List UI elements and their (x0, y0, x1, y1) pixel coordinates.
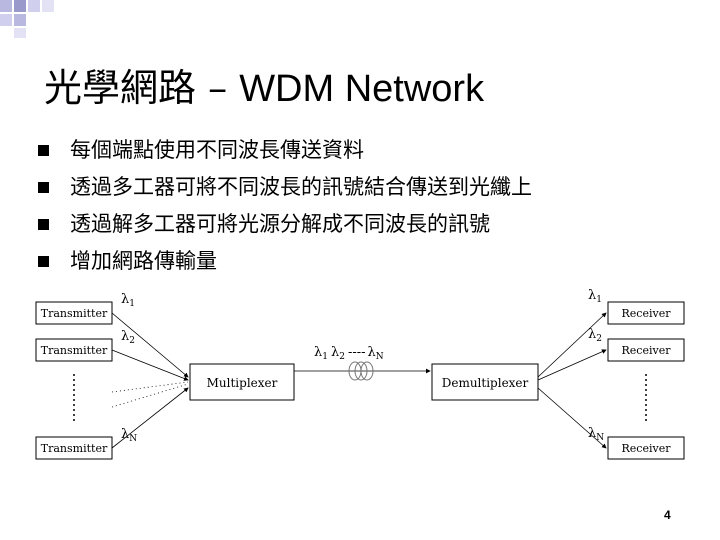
input-lines (111, 312, 189, 449)
square-bullet-icon (38, 219, 49, 230)
title-cjk: 光學網路 (44, 66, 197, 110)
bullet-text: 透過解多工器可將光源分解成不同波長的訊號 (70, 212, 490, 236)
svg-text:Transmitter: Transmitter (41, 344, 108, 357)
bullet-item: 每個端點使用不同波長傳送資料 (38, 132, 532, 169)
lambda-label: λN (588, 426, 604, 443)
lambda-label: λ1 (121, 292, 135, 309)
svg-text:Receiver: Receiver (622, 307, 672, 320)
transmitter-box: Transmitter (35, 301, 113, 325)
demultiplexer-box: Demultiplexer (431, 363, 539, 401)
svg-text:Demultiplexer: Demultiplexer (442, 376, 529, 390)
svg-text:Multiplexer: Multiplexer (207, 376, 278, 390)
lambda-label: λ1 (588, 288, 602, 305)
bullet-text: 增加網路傳輸量 (70, 249, 217, 273)
square-bullet-icon (38, 145, 49, 156)
transmitter-box: Transmitter (35, 338, 113, 362)
corner-decoration (0, 0, 54, 38)
wdm-diagram: Transmitter Transmitter Transmitter Rece… (35, 288, 685, 460)
title-latin: WDM Network (239, 68, 485, 110)
slide-title: 光學網路 – WDM Network (44, 62, 484, 115)
square-bullet-icon (38, 256, 49, 267)
output-lines (537, 312, 607, 449)
receiver-box: Receiver (607, 338, 685, 362)
svg-text:Transmitter: Transmitter (41, 442, 108, 455)
lambda-label: λ2 (121, 329, 135, 346)
svg-text:Receiver: Receiver (622, 344, 672, 357)
transmitter-box: Transmitter (35, 436, 113, 460)
lambda-label: λ2 (588, 327, 602, 344)
bullet-item: 透過多工器可將不同波長的訊號結合傳送到光纖上 (38, 169, 532, 206)
svg-text:Transmitter: Transmitter (41, 307, 108, 320)
receiver-box: Receiver (607, 301, 685, 325)
multiplexer-box: Multiplexer (189, 363, 295, 401)
bullet-list: 每個端點使用不同波長傳送資料 透過多工器可將不同波長的訊號結合傳送到光纖上 透過… (38, 132, 532, 280)
receiver-box: Receiver (607, 436, 685, 460)
lambda-label: λN (121, 427, 137, 444)
bullet-item: 透過解多工器可將光源分解成不同波長的訊號 (38, 206, 532, 243)
bullet-text: 透過多工器可將不同波長的訊號結合傳送到光纖上 (70, 175, 532, 199)
svg-text:Receiver: Receiver (622, 442, 672, 455)
bullet-item: 增加網路傳輸量 (38, 243, 532, 280)
title-separator: – (196, 66, 240, 110)
bullet-text: 每個端點使用不同波長傳送資料 (70, 138, 364, 162)
square-bullet-icon (38, 182, 49, 193)
fiber-link (294, 361, 431, 381)
page-number: 4 (664, 508, 671, 522)
